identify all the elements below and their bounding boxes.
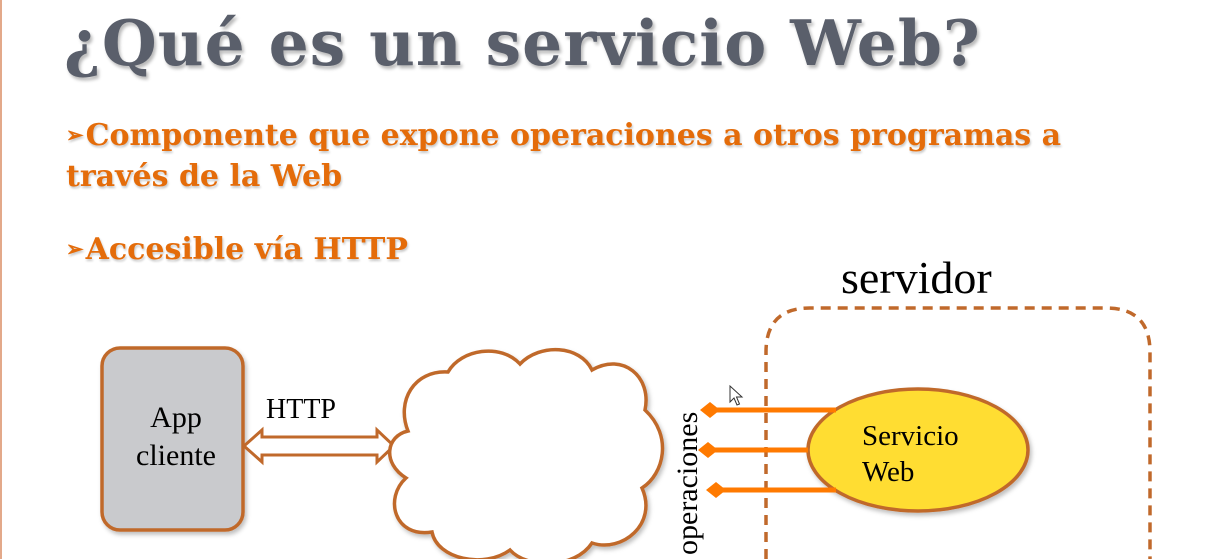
operation-arrow-1: [700, 402, 836, 418]
http-double-arrow: [241, 426, 397, 466]
mouse-pointer-icon: [729, 384, 744, 406]
server-label: servidor: [841, 252, 992, 303]
client-app-box: [100, 346, 245, 532]
service-label-servicio: Servicio: [862, 420, 959, 452]
server-boundary: [764, 306, 1152, 559]
internet-cloud-icon: [387, 348, 665, 559]
bullet-arrow-icon: ➢: [66, 122, 84, 147]
bullet-arrow-icon: ➢: [66, 236, 84, 261]
client-label-app: App: [150, 401, 202, 434]
operation-arrow-3: [706, 482, 836, 498]
bullet-text-http: Accesible vía HTTP: [85, 232, 408, 267]
service-label-web: Web: [862, 456, 914, 488]
client-label-cliente: cliente: [136, 439, 216, 472]
bullet-item-http: ➢Accesible vía HTTP: [66, 228, 766, 270]
operation-arrow-2: [698, 442, 808, 458]
http-label: HTTP: [266, 394, 336, 425]
bullet-item-component: ➢Componente que expone operaciones a otr…: [66, 114, 1166, 197]
bullet-text-component: Componente que expone operaciones a otro…: [66, 118, 1062, 194]
slide-title: ¿Qué es un servicio Web?: [64, 6, 981, 80]
slide-left-edge: [0, 0, 2, 559]
operations-label: operaciones: [671, 412, 704, 555]
